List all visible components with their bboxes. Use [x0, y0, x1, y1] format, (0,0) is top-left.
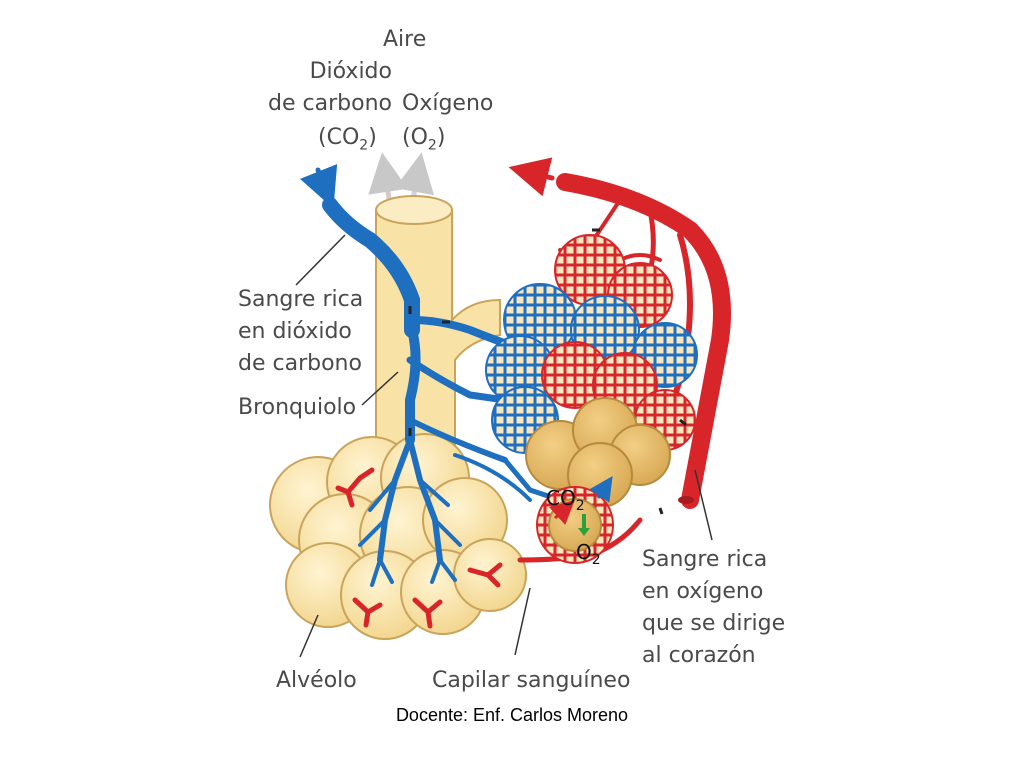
- flow-ticks: [408, 228, 687, 515]
- vein-network: [300, 164, 563, 587]
- label-sangre-o2: Sangre rica en oxígeno que se dirige al …: [642, 547, 786, 668]
- label-oxigeno: Oxígeno: [402, 91, 494, 116]
- leader-lines: [295, 234, 713, 658]
- capillary-mesh-sacs: [485, 234, 698, 454]
- label-dioxido: Dióxido: [309, 59, 392, 84]
- label-alveolo: Alvéolo: [276, 668, 357, 693]
- opened-alveoli: [525, 397, 671, 564]
- label-bronquiolo: Bronquiolo: [238, 395, 357, 420]
- label-co2-formula: (CO2): [318, 125, 377, 154]
- gas-exchange-arrows: [549, 476, 613, 536]
- label-capilar: Capilar sanguíneo: [432, 668, 631, 693]
- label-de-carbono: de carbono: [268, 91, 392, 116]
- label-aire: Aire: [383, 27, 427, 52]
- label-o2-formula: (O2): [402, 125, 446, 154]
- inset-o2-label: O2: [576, 540, 601, 568]
- footer-credit: Docente: Enf. Carlos Moreno: [395, 705, 629, 725]
- label-sangre-co2: Sangre rica en dióxido de carbono: [238, 287, 364, 376]
- inset-co2-label: CO2: [546, 486, 585, 514]
